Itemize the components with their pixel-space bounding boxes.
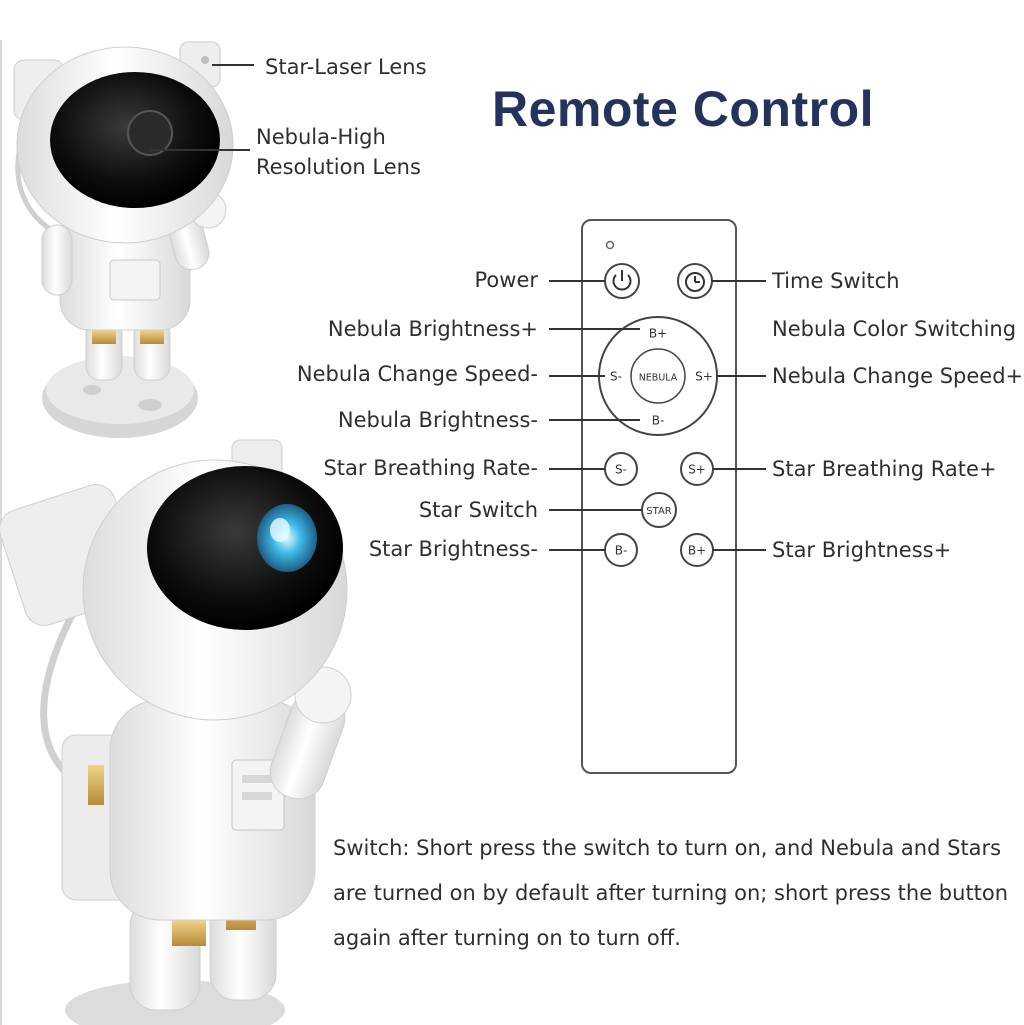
nebula-lens-label-line1: Nebula-High: [256, 125, 386, 149]
star-breathing-up-label: Star Breathing Rate+: [772, 457, 997, 481]
instruction-line: again after turning on to turn off.: [333, 926, 681, 950]
star-s-minus-label: S-: [615, 463, 627, 477]
star-b-plus-label: B+: [688, 544, 706, 558]
instruction-line: Switch: Short press the switch to turn o…: [333, 836, 1002, 860]
page-title: Remote Control: [492, 81, 874, 137]
star-switch-label: Star Switch: [418, 498, 538, 522]
nebula-brightness-down-label: Nebula Brightness-: [337, 408, 538, 432]
indicator-led: [605, 240, 615, 250]
dpad-b-minus-label: B-: [652, 414, 665, 428]
dpad-s-minus-label: S-: [610, 370, 622, 384]
star-breathing-down-label: Star Breathing Rate-: [323, 456, 538, 480]
dpad-b-plus-label: B+: [649, 327, 667, 341]
nebula-button: [630, 348, 686, 404]
clock-icon: [685, 272, 705, 292]
nebula-speed-down-label: Nebula Change Speed-: [296, 362, 538, 386]
star-s-plus-label: S+: [688, 463, 706, 477]
star-b-minus-label: B-: [615, 544, 628, 558]
nebula-speed-up-label: Nebula Change Speed+: [772, 364, 1024, 388]
nebula-color-switching-label: Nebula Color Switching: [772, 317, 1017, 341]
star-button-label: STAR: [646, 506, 672, 517]
star-brightness-down-label: Star Brightness-: [368, 537, 538, 561]
large-astronaut: [0, 439, 352, 1025]
small-astronaut: [13, 41, 234, 438]
star-brightness-up-label: Star Brightness+: [772, 538, 952, 562]
power-label: Power: [474, 268, 539, 292]
star-laser-lens-label: Star-Laser Lens: [265, 55, 427, 79]
remote-control: B+ B- S- S+ NEBULA S- S+ STAR B- B+: [581, 219, 737, 774]
nebula-brightness-up-label: Nebula Brightness+: [327, 317, 538, 341]
instruction-line: are turned on by default after turning o…: [333, 881, 1009, 905]
switch-instructions: Switch: Short press the switch to turn o…: [333, 826, 1023, 961]
nebula-button-label: NEBULA: [639, 373, 678, 384]
nebula-lens-label-line2: Resolution Lens: [256, 155, 421, 179]
callout-leaders: [549, 280, 766, 551]
dpad-s-plus-label: S+: [695, 370, 713, 384]
time-switch-label: Time Switch: [772, 269, 900, 293]
power-icon: [612, 274, 632, 291]
